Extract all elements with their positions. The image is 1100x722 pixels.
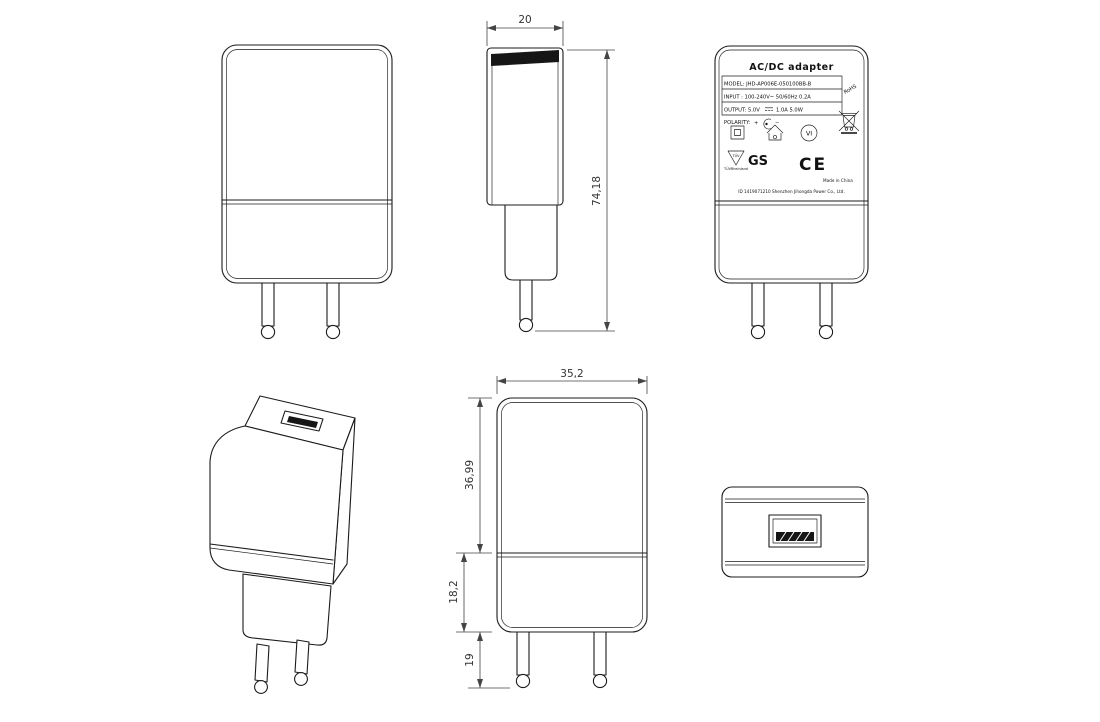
side-pin-tip — [518, 317, 534, 333]
rating-label: AC/DC adapter MODEL: JHD-AP006E-050100BB… — [721, 62, 860, 194]
perspective-pin-left-tip — [254, 680, 268, 694]
back-pin-left-shaft — [751, 282, 765, 327]
back-body-inner-line — [718, 49, 865, 280]
dim-pin-left-shaft — [516, 631, 530, 676]
label-polarity: POLARITY: — [724, 120, 751, 126]
back-pin-right-tip — [818, 324, 834, 340]
label-title: AC/DC adapter — [749, 62, 834, 73]
pin-length-dimension: 19 — [464, 632, 510, 689]
dim-body-inner-line — [501, 402, 643, 628]
polarity-minus: − — [775, 121, 779, 127]
label-output-2: 1.0A 5.0W — [776, 108, 803, 114]
back-view-body — [714, 45, 869, 340]
class-ii-double-square-icon — [730, 125, 745, 140]
dim-pin-right-shaft — [593, 631, 607, 676]
label-model: MODEL: JHD-AP006E-050100BB-B — [724, 82, 812, 88]
side-view-body — [486, 47, 564, 333]
dc-symbol-icon — [765, 107, 773, 111]
back-body-outline — [714, 45, 869, 284]
tuv-caption: TÜVRheinland — [723, 166, 748, 171]
dimension-overall-height: 74,18 — [591, 176, 603, 206]
front-view-pins — [260, 282, 341, 340]
usb-slot-dark — [491, 50, 559, 66]
dim-body-outline — [496, 397, 648, 633]
dimensioned-body — [496, 397, 648, 689]
top-view — [721, 486, 869, 578]
back-pin-right-shaft — [819, 282, 833, 327]
gs-mark: GS — [748, 154, 768, 169]
base-height-dimension: 18,2 — [448, 553, 492, 633]
vi-text: VI — [806, 130, 812, 138]
ce-mark: CE — [799, 155, 827, 175]
perspective-seam — [209, 543, 334, 561]
usb-inner — [772, 518, 818, 544]
front-face — [209, 425, 344, 585]
adapter-body-inner-line — [226, 49, 388, 279]
tuv-gs-mark-icon: TÜV TÜVRheinland — [723, 150, 748, 171]
label-box — [721, 75, 843, 116]
dimension-head-height: 36,99 — [464, 460, 476, 490]
pin-right-tip — [325, 324, 341, 340]
dimension-front-width: 35,2 — [560, 368, 583, 380]
back-view: AC/DC adapter MODEL: JHD-AP006E-050100BB… — [714, 45, 869, 340]
width-dimension: 20 — [486, 14, 564, 46]
perspective-seam-2 — [209, 547, 334, 565]
label-footer: ID 1419071210 Shenzhen Jihongda Power Co… — [738, 189, 845, 194]
polarity-plus: + — [754, 121, 758, 127]
dimension-side-width: 20 — [518, 14, 531, 26]
weee-crossed-out-bin-icon — [838, 110, 860, 134]
front-view — [221, 44, 393, 340]
perspective-pin-right-tip — [294, 672, 308, 686]
side-view: 20 74,18 — [486, 14, 615, 333]
height-dimension: 74,18 — [535, 49, 615, 332]
side-pin-shaft — [519, 279, 533, 321]
made-in-text: Made in China — [823, 178, 853, 183]
usb-receptacle — [768, 514, 822, 548]
front-view-body — [221, 44, 393, 284]
side-body-outline — [486, 47, 564, 206]
tuv-text: TÜV — [732, 153, 741, 158]
dim-pin-left-tip — [515, 673, 531, 689]
side-base — [504, 204, 558, 281]
pin-left-tip — [260, 324, 276, 340]
dimension-pin-length: 19 — [464, 653, 476, 666]
perspective-pin-right — [294, 639, 310, 675]
dimension-base-height: 18,2 — [448, 580, 460, 603]
center-positive-polarity-icon — [763, 118, 772, 130]
adapter-body-outline — [221, 44, 393, 284]
label-output: OUTPUT: 5.0V — [724, 108, 760, 114]
usb-port-dark — [287, 416, 318, 428]
usb-outer — [768, 514, 822, 548]
usb-tongue — [776, 532, 814, 541]
pin-left-shaft — [261, 282, 275, 327]
dim-pin-right-tip — [592, 673, 608, 689]
vi-efficiency-mark-icon: VI — [800, 124, 818, 142]
pin-right-shaft — [326, 282, 340, 327]
dimensioned-front-view: 35,2 36,99 18,2 — [448, 368, 648, 689]
perspective-base — [242, 573, 332, 646]
head-height-dimension: 36,99 — [456, 397, 492, 554]
perspective-view — [209, 395, 356, 694]
perspective-body — [209, 395, 356, 694]
front-width-dimension: 35,2 — [496, 368, 648, 394]
indoor-use-house-icon — [766, 124, 784, 141]
perspective-pin-left — [254, 643, 270, 683]
back-pin-left-tip — [750, 324, 766, 340]
label-input: INPUT : 100-240V~ 50/60Hz 0.2A — [724, 95, 811, 101]
